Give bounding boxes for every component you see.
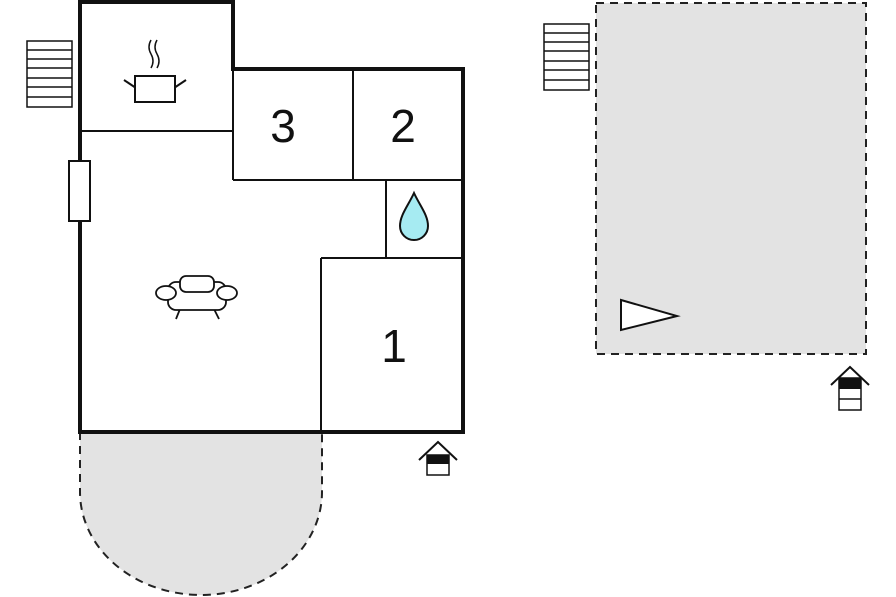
entrance-house-icon: [830, 365, 870, 411]
outer-wall: [78, 0, 465, 434]
terrace-right: [595, 2, 867, 355]
stairs-icon: [26, 40, 73, 108]
window-icon: [68, 160, 91, 222]
triangle-marker-icon: [620, 298, 681, 332]
terrace-left: [79, 431, 323, 596]
room-label-1: 1: [381, 320, 407, 372]
sofa-icon: [155, 275, 238, 320]
stairs-icon: [543, 23, 590, 91]
water-drop-icon: [398, 190, 430, 241]
room-label-3: 3: [270, 100, 296, 152]
interior-walls: [80, 69, 463, 432]
cooking-pot-icon: [123, 39, 187, 103]
entrance-house-icon: [418, 440, 458, 476]
room-label-2: 2: [390, 100, 416, 152]
